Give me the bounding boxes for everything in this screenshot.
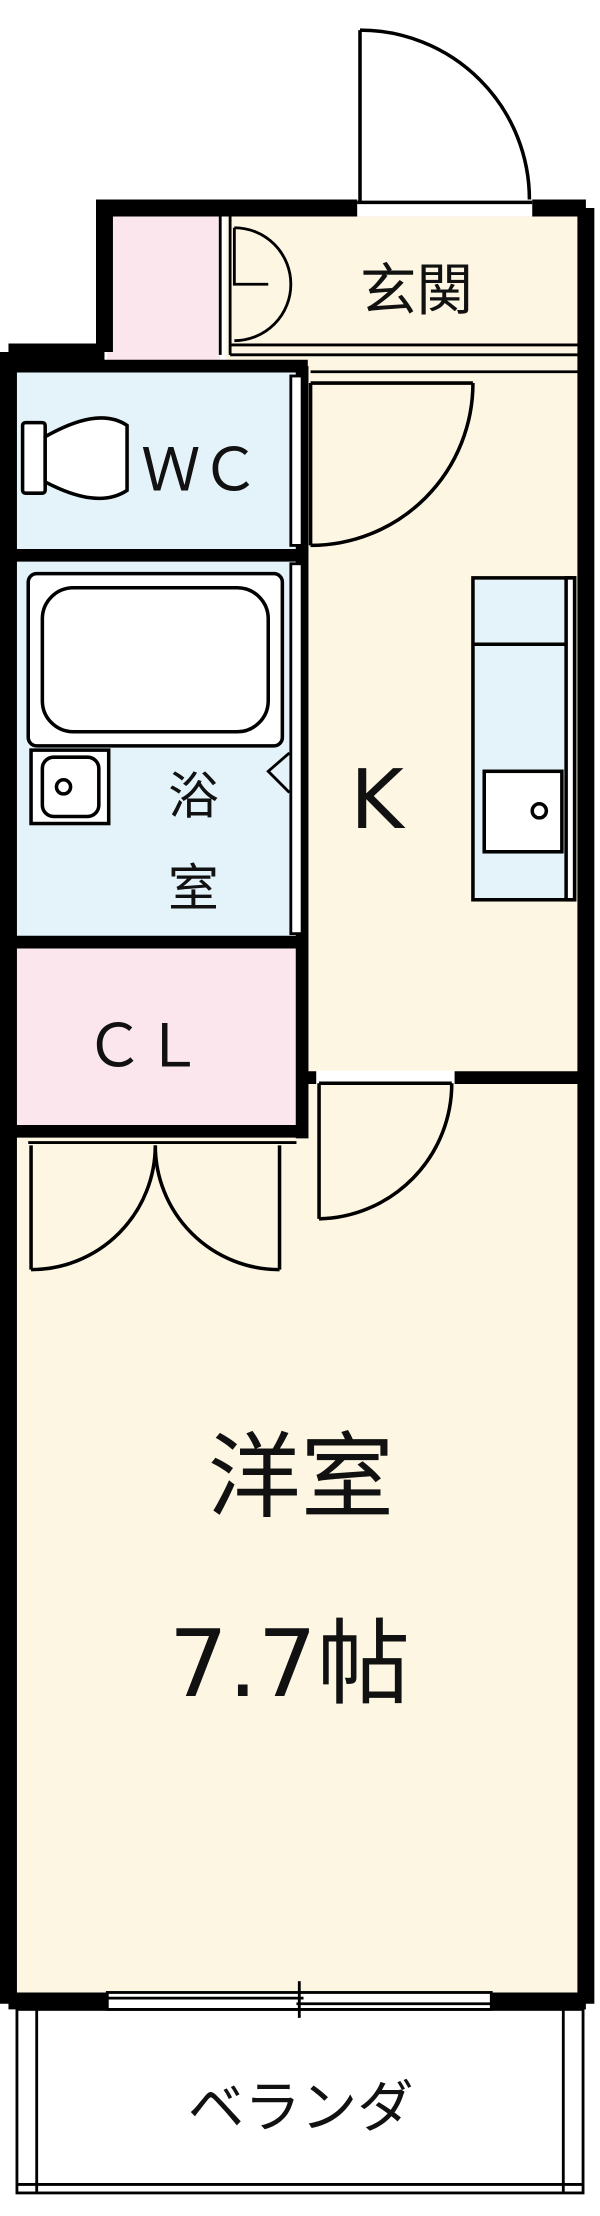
kitchen-label: K: [350, 753, 406, 848]
western-room-size: 7.7帖: [169, 1610, 410, 1718]
bathtub-icon: [26, 571, 285, 748]
partitions: [28, 213, 586, 1145]
shoe-storage: [107, 213, 221, 362]
washbasin-icon: [29, 748, 111, 826]
western-room-floor: [14, 1074, 586, 1996]
closet-doors: [29, 1145, 282, 1272]
bath-label-line1: 浴: [168, 767, 219, 826]
bath-label-line2: 室: [168, 858, 219, 917]
western-room-label: 洋室: [208, 1424, 394, 1532]
balcony-window: [105, 1981, 493, 2018]
entrance-door: [357, 28, 533, 217]
entrance-label: 玄関: [360, 259, 473, 324]
balcony-rail: [15, 2008, 585, 2195]
kitchen-counter: [471, 576, 577, 902]
closet-label: ＣＬ: [85, 1011, 204, 1080]
shoe-storage-door: [232, 226, 293, 343]
room-door: [316, 1070, 455, 1221]
balcony-label: ベランダ: [188, 2076, 414, 2141]
entrance-floor: [225, 213, 586, 367]
wc-label: ＷＣ: [141, 435, 260, 504]
bath-door-icon: [266, 751, 291, 794]
kitchen-door: [308, 381, 475, 548]
closet-floor: [14, 947, 304, 1135]
toilet-icon: [20, 416, 129, 501]
